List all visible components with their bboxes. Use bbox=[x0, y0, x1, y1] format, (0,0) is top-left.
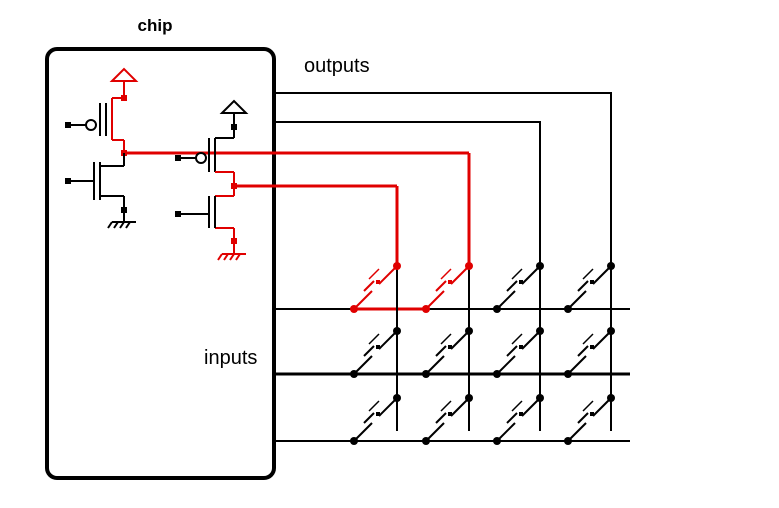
vdd-symbol-1 bbox=[109, 67, 139, 82]
inputs-label: inputs bbox=[204, 347, 257, 369]
key-switch[interactable] bbox=[564, 262, 615, 313]
chip-label: chip bbox=[138, 16, 173, 35]
key-switch[interactable] bbox=[493, 262, 544, 313]
output-driver-2 bbox=[215, 171, 399, 266]
vdd-symbol-2 bbox=[219, 99, 249, 130]
output-line-4 bbox=[274, 92, 612, 266]
output-driver-1 bbox=[109, 67, 471, 266]
input-lines bbox=[274, 307, 630, 442]
key-switch[interactable] bbox=[493, 394, 544, 445]
pmos-transistor-1 bbox=[65, 103, 107, 136]
pmos-transistor-2 bbox=[175, 128, 235, 172]
output-line-3 bbox=[274, 121, 541, 266]
chip-body bbox=[45, 47, 276, 480]
key-switch[interactable] bbox=[350, 394, 401, 445]
key-switch[interactable] bbox=[422, 327, 473, 378]
key-switch[interactable] bbox=[422, 394, 473, 445]
key-switch[interactable] bbox=[564, 394, 615, 445]
key-switch[interactable] bbox=[350, 327, 401, 378]
nmos-transistor-1 bbox=[65, 153, 136, 229]
output-lines bbox=[274, 92, 612, 266]
key-switch[interactable] bbox=[422, 262, 473, 313]
key-switch[interactable] bbox=[493, 327, 544, 378]
outputs-label: outputs bbox=[304, 55, 370, 77]
key-switch[interactable] bbox=[564, 327, 615, 378]
key-switch[interactable] bbox=[350, 262, 401, 313]
key-matrix bbox=[350, 262, 615, 445]
nmos-transistor-2 bbox=[175, 196, 216, 228]
